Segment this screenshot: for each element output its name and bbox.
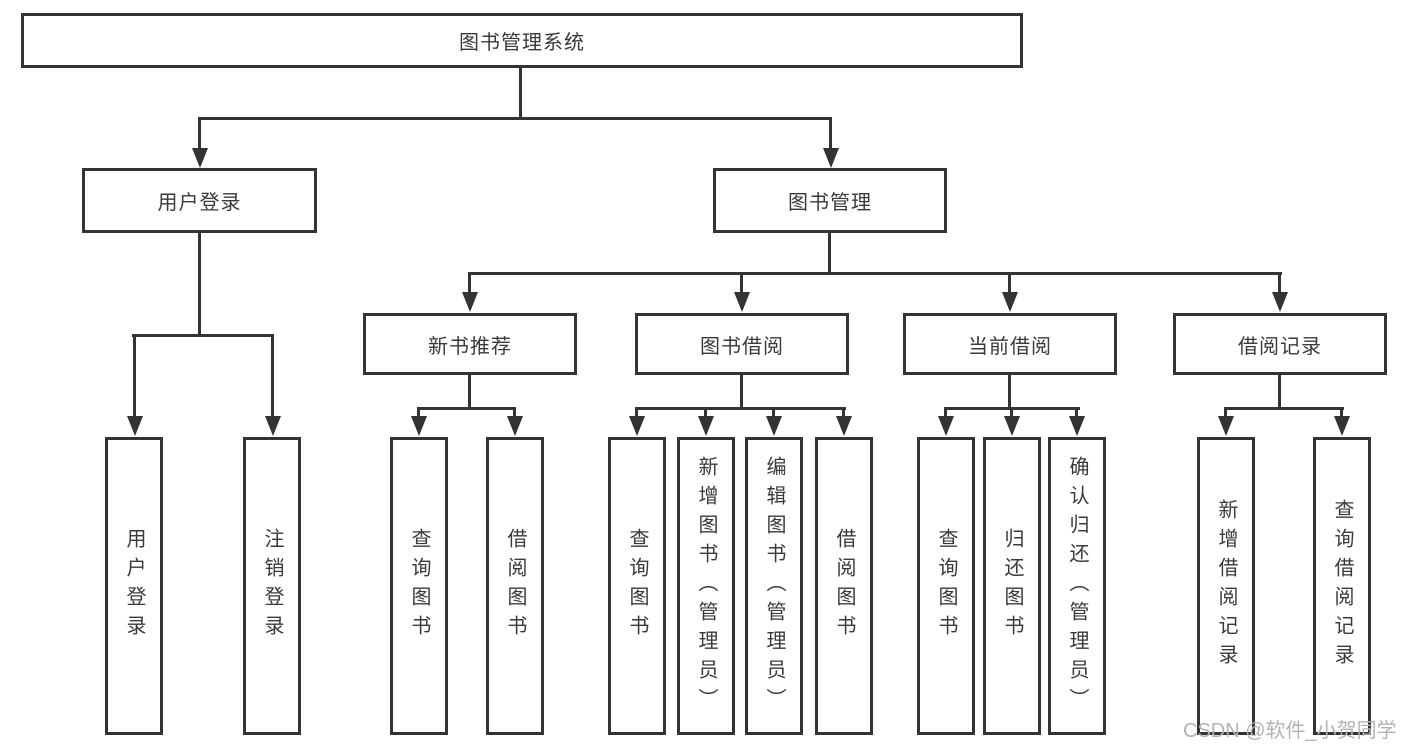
leaf-label: 查询借阅记录 xyxy=(1331,499,1353,673)
leaf-query-book: 查询图书 xyxy=(608,437,666,735)
arrow-down-icon xyxy=(733,272,750,312)
arrow-down-icon xyxy=(410,407,427,436)
leaf-return-book: 归还图书 xyxy=(983,437,1041,735)
connector-line xyxy=(1008,375,1011,409)
leaf-label: 编辑图书（管理员） xyxy=(763,455,785,717)
node-borrow-record: 借阅记录 xyxy=(1173,313,1387,375)
connector-line xyxy=(1224,407,1344,410)
connector-line xyxy=(468,272,1282,275)
arrow-down-icon xyxy=(697,407,714,436)
arrow-down-icon xyxy=(461,272,478,312)
leaf-label: 新增图书（管理员） xyxy=(695,455,717,717)
node-book-borrow: 图书借阅 xyxy=(635,313,849,375)
connector-line xyxy=(740,375,743,409)
connector-line xyxy=(198,233,201,336)
arrow-down-icon xyxy=(126,334,143,436)
leaf-label: 归还图书 xyxy=(1001,528,1023,644)
leaf-label: 借阅图书 xyxy=(504,528,526,644)
connector-line xyxy=(468,375,471,409)
connector-line xyxy=(417,407,516,410)
leaf-logout: 注销登录 xyxy=(243,437,301,735)
leaf-edit-book-admin: 编辑图书（管理员） xyxy=(745,437,803,735)
node-current-borrow: 当前借阅 xyxy=(903,313,1117,375)
arrow-down-icon xyxy=(628,407,645,436)
leaf-label: 确认归还（管理员） xyxy=(1066,455,1088,717)
arrow-down-icon xyxy=(937,407,954,436)
leaf-query-book: 查询图书 xyxy=(917,437,975,735)
leaf-label: 注销登录 xyxy=(261,528,283,644)
leaf-confirm-return-admin: 确认归还（管理员） xyxy=(1048,437,1106,735)
leaf-query-book: 查询图书 xyxy=(390,437,448,735)
leaf-label: 用户登录 xyxy=(123,528,145,644)
node-user-login: 用户登录 xyxy=(82,168,317,233)
arrow-down-icon xyxy=(1217,407,1234,436)
connector-line xyxy=(132,334,274,337)
leaf-label: 查询图书 xyxy=(408,528,430,644)
arrow-down-icon xyxy=(264,334,281,436)
connector-line xyxy=(1278,375,1281,409)
node-new-book-recommend: 新书推荐 xyxy=(363,313,577,375)
arrow-down-icon xyxy=(765,407,782,436)
arrow-down-icon xyxy=(506,407,523,436)
arrow-down-icon xyxy=(1003,407,1020,436)
arrow-down-icon xyxy=(1333,407,1350,436)
leaf-query-borrow-record: 查询借阅记录 xyxy=(1313,437,1371,735)
arrow-down-icon xyxy=(822,117,839,168)
leaf-label: 新增借阅记录 xyxy=(1215,499,1237,673)
leaf-add-borrow-record: 新增借阅记录 xyxy=(1197,437,1255,735)
node-root: 图书管理系统 xyxy=(21,13,1023,68)
leaf-label: 查询图书 xyxy=(935,528,957,644)
connector-line xyxy=(828,233,831,274)
arrow-down-icon xyxy=(1068,407,1085,436)
leaf-user-login: 用户登录 xyxy=(105,437,163,735)
leaf-borrow-book: 借阅图书 xyxy=(486,437,544,735)
connector-line xyxy=(198,117,832,120)
leaf-borrow-book: 借阅图书 xyxy=(815,437,873,735)
leaf-label: 借阅图书 xyxy=(833,528,855,644)
arrow-down-icon xyxy=(1001,272,1018,312)
connector-line xyxy=(519,68,522,119)
connector-line xyxy=(635,407,846,410)
csdn-watermark: CSDN @软件_小贺同学 xyxy=(1183,720,1397,742)
arrow-down-icon xyxy=(1271,272,1288,312)
arrow-down-icon xyxy=(191,117,208,168)
leaf-label: 查询图书 xyxy=(626,528,648,644)
node-book-management: 图书管理 xyxy=(713,168,947,233)
arrow-down-icon xyxy=(835,407,852,436)
leaf-add-book-admin: 新增图书（管理员） xyxy=(677,437,735,735)
